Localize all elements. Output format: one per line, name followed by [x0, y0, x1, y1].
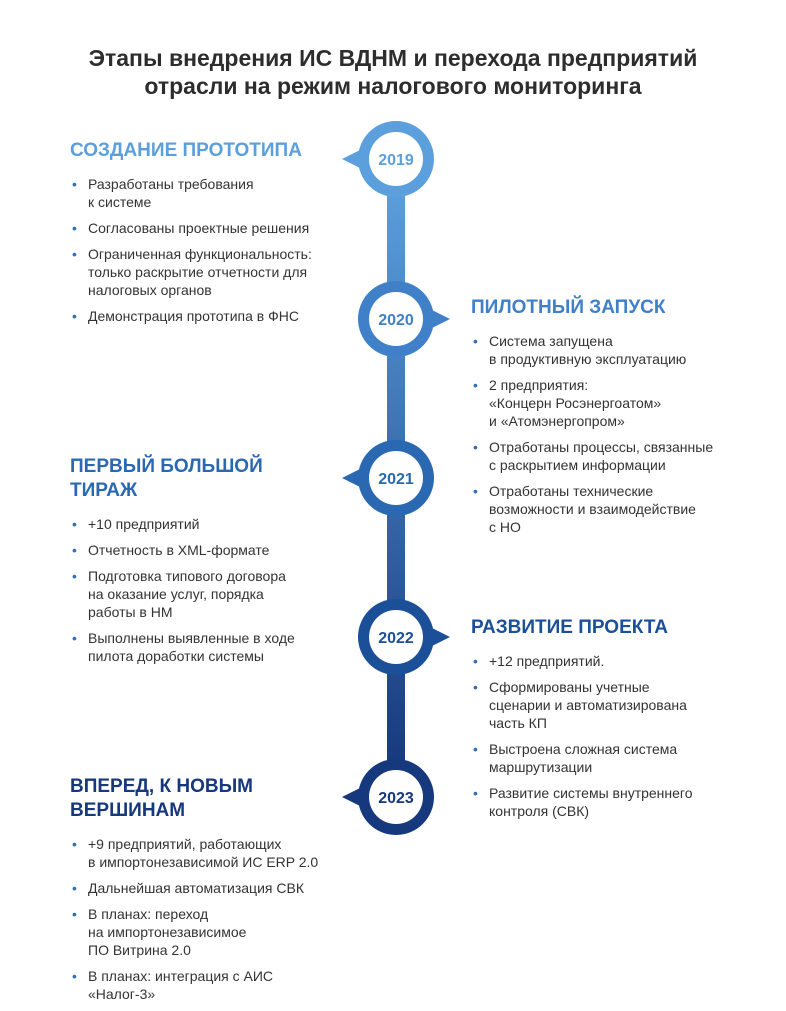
stage-title: ПЕРВЫЙ БОЛЬШОЙ ТИРАЖ: [70, 456, 263, 501]
page-title: Этапы внедрения ИС ВДНМ и перехода предп…: [88, 45, 698, 99]
bullet-item: +10 предприятий: [70, 515, 340, 533]
stage-bullets: Система запущена в продуктивную эксплуат…: [471, 332, 761, 536]
stage-bullets: Разработаны требования к системе Согласо…: [70, 175, 340, 325]
node-center: [369, 132, 423, 186]
node-pointer: [342, 787, 362, 807]
node-center: [369, 451, 423, 505]
bullet-item: Согласованы проектные решения: [70, 219, 340, 237]
bullet-item: Выполнены выявленные в ходе пилота дораб…: [70, 629, 340, 665]
stage-title: ПИЛОТНЫЙ ЗАПУСК: [471, 297, 666, 318]
year-node-2022: 2022: [358, 599, 450, 675]
stage-2020: ПИЛОТНЫЙ ЗАПУСК Система запущена в проду…: [471, 296, 761, 544]
node-year-label: 2021: [378, 471, 414, 488]
bullet-item: Отчетность в XML-формате: [70, 541, 340, 559]
node-year-label: 2022: [378, 630, 414, 647]
bullet-item: Система запущена в продуктивную эксплуат…: [471, 332, 761, 368]
year-node-2020: 2020: [358, 281, 450, 357]
node-year-label: 2019: [378, 152, 414, 169]
node-pointer: [430, 309, 450, 329]
stage-title: СОЗДАНИЕ ПРОТОТИПА: [70, 140, 302, 161]
stage-bullets: +10 предприятий Отчетность в XML-формате…: [70, 515, 340, 665]
bullet-item: Развитие системы внутреннего контроля (С…: [471, 784, 761, 820]
bullet-item: Разработаны требования к системе: [70, 175, 340, 211]
node-center: [369, 610, 423, 664]
node-center: [369, 292, 423, 346]
bullet-item: 2 предприятия: «Концерн Росэнергоатом» и…: [471, 376, 761, 430]
bullet-item: Ограниченная функциональность: только ра…: [70, 245, 340, 299]
bullet-item: Выстроена сложная система маршрутизации: [471, 740, 761, 776]
bullet-item: Отработаны процессы, связанные с раскрыт…: [471, 438, 761, 474]
node-center: [369, 770, 423, 824]
stage-2019: СОЗДАНИЕ ПРОТОТИПА Разработаны требовани…: [70, 139, 340, 333]
stage-title: РАЗВИТИЕ ПРОЕКТА: [471, 617, 668, 638]
node-year-label: 2023: [378, 790, 414, 807]
bullet-item: Отработаны технические возможности и вза…: [471, 482, 761, 536]
year-node-2019: 2019: [342, 121, 434, 197]
stage-2023: ВПЕРЕД, К НОВЫМ ВЕРШИНАМ +9 предприятий,…: [70, 775, 360, 1011]
stage-2022: РАЗВИТИЕ ПРОЕКТА +12 предприятий. Сформи…: [471, 616, 761, 828]
stage-bullets: +12 предприятий. Сформированы учетные сц…: [471, 652, 761, 820]
bullet-item: Дальнейшая автоматизация СВК: [70, 879, 360, 897]
bullet-item: В планах: интеграция с АИС «Налог-3»: [70, 967, 360, 1003]
node-year-label: 2020: [378, 312, 414, 329]
bullet-item: +12 предприятий.: [471, 652, 761, 670]
bullet-item: В планах: переход на импортонезависимое …: [70, 905, 360, 959]
node-pointer: [342, 468, 362, 488]
node-pointer: [342, 149, 362, 169]
stage-2021: ПЕРВЫЙ БОЛЬШОЙ ТИРАЖ +10 предприятий Отч…: [70, 455, 340, 673]
year-node-2021: 2021: [342, 440, 434, 516]
bullet-item: +9 предприятий, работающих в импортонеза…: [70, 835, 360, 871]
stage-title: ВПЕРЕД, К НОВЫМ ВЕРШИНАМ: [70, 776, 254, 821]
bullet-item: Подготовка типового договора на оказание…: [70, 567, 340, 621]
bullet-item: Сформированы учетные сценарии и автомати…: [471, 678, 761, 732]
bullet-item: Демонстрация прототипа в ФНС: [70, 307, 340, 325]
node-pointer: [430, 627, 450, 647]
stage-bullets: +9 предприятий, работающих в импортонеза…: [70, 835, 360, 1003]
year-node-2023: 2023: [342, 759, 434, 835]
